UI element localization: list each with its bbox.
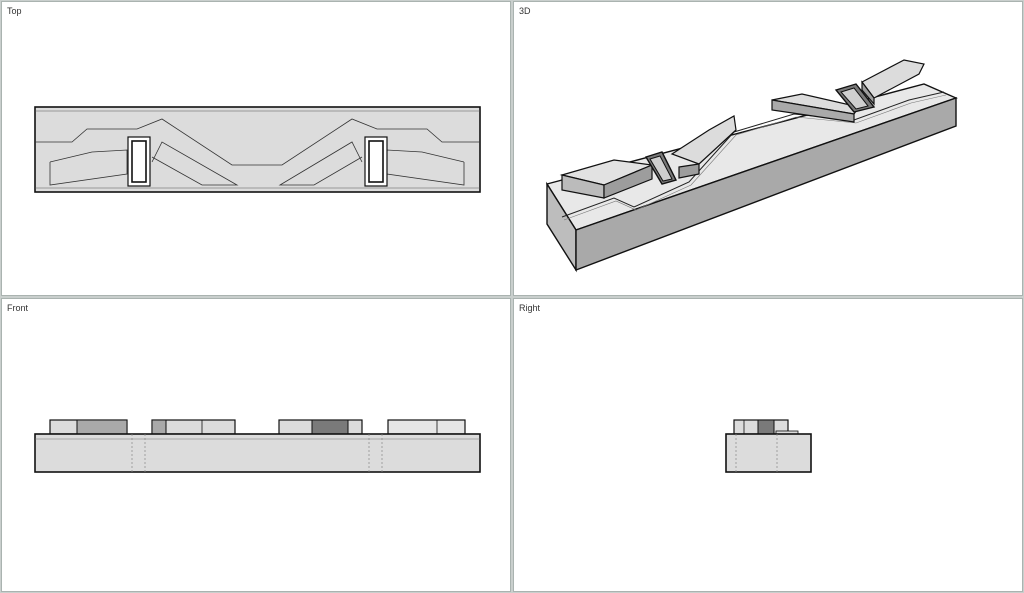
front-view-drawing (34, 419, 481, 473)
viewport-label-front[interactable]: Front (7, 303, 29, 313)
top-view-drawing (34, 106, 481, 193)
viewport-label-top[interactable]: Top (7, 6, 22, 16)
viewport-label-3d[interactable]: 3D (519, 6, 531, 16)
viewport-3d[interactable]: 3D (513, 1, 1023, 296)
perspective-view-drawing (545, 59, 958, 273)
viewport-label-right[interactable]: Right (519, 303, 541, 313)
viewport-front[interactable]: Front (1, 298, 511, 592)
viewport-right[interactable]: Right (513, 298, 1023, 592)
viewport-top[interactable]: Top (1, 1, 511, 296)
right-view-drawing (725, 419, 812, 473)
